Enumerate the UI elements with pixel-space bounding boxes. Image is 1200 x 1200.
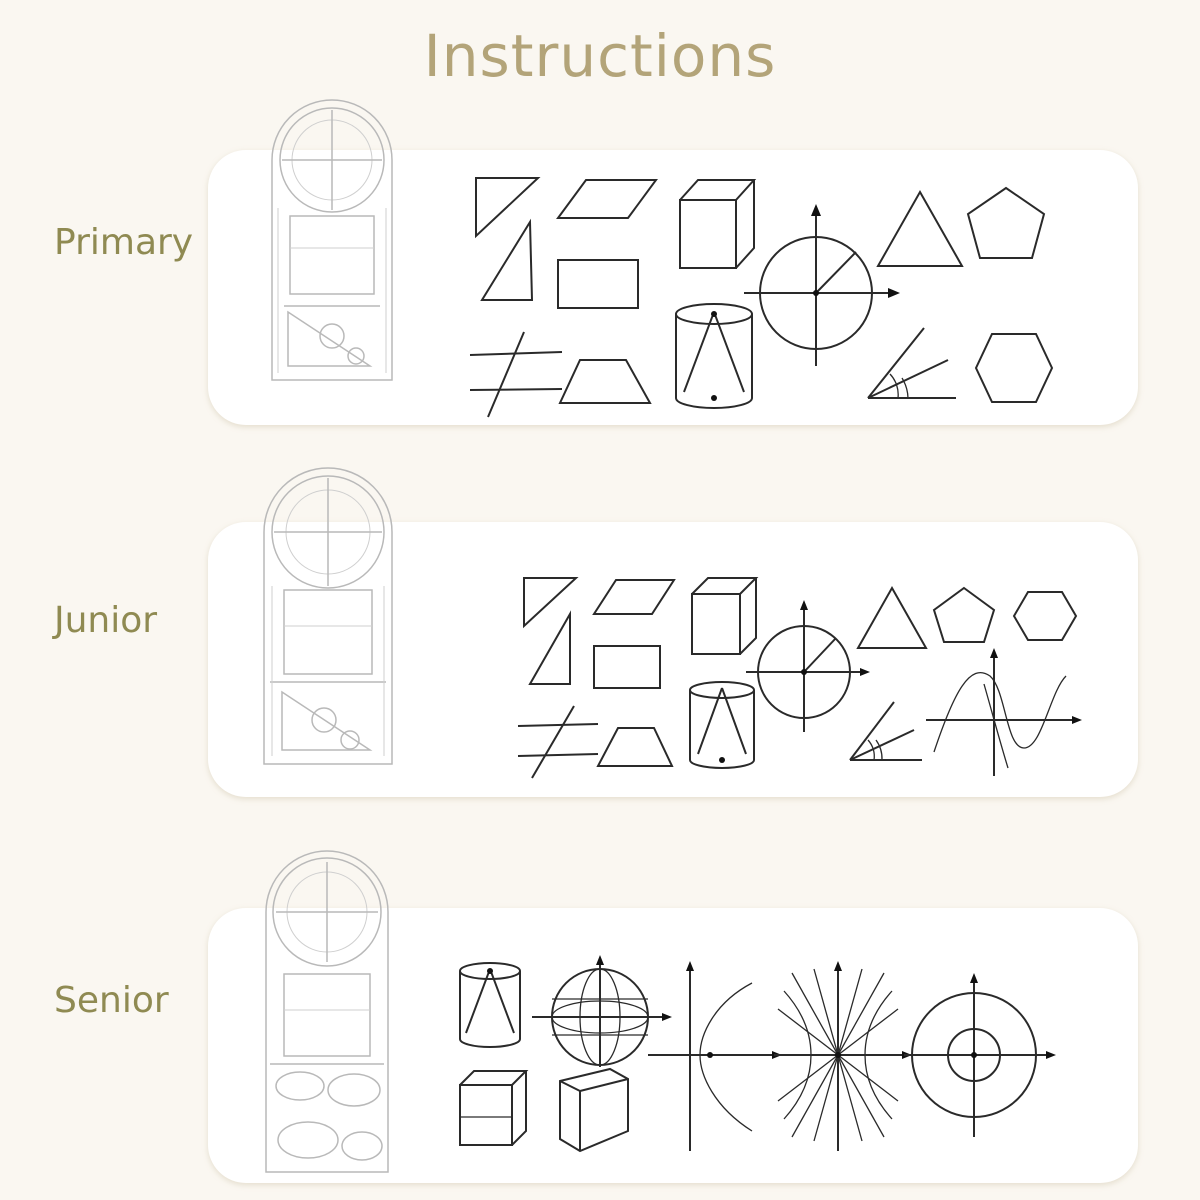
cube-shape bbox=[691, 577, 759, 655]
trapezoid-shape bbox=[596, 727, 674, 767]
parabola-axes-shape bbox=[648, 961, 782, 1151]
circle-axes-shape bbox=[746, 600, 870, 732]
cone-in-cylinder-shape bbox=[459, 962, 521, 1048]
function-graph-shape bbox=[926, 648, 1082, 776]
rectangle-shape bbox=[593, 645, 661, 689]
hexagon-shape bbox=[1012, 591, 1078, 641]
triangle-shape bbox=[876, 189, 964, 267]
hexagon-shape bbox=[974, 333, 1054, 403]
shapes-senior bbox=[459, 955, 1056, 1153]
cone-in-cylinder-shape bbox=[675, 303, 753, 409]
geometry-ruler-image bbox=[263, 467, 393, 765]
pentagon-shape bbox=[966, 186, 1046, 259]
level-label-junior: Junior bbox=[54, 600, 158, 641]
page-title: Instructions bbox=[423, 22, 777, 90]
level-card-junior bbox=[208, 522, 1138, 797]
level-label-primary: Primary bbox=[54, 222, 194, 263]
level-card-senior bbox=[208, 908, 1138, 1183]
shapes-primary bbox=[469, 177, 1054, 418]
cuboid-shape bbox=[459, 1070, 529, 1146]
geometry-ruler-image bbox=[265, 850, 389, 1173]
angle-shape bbox=[849, 701, 922, 761]
shapes-junior bbox=[517, 577, 1082, 779]
sphere-shape bbox=[532, 955, 672, 1067]
parallel-lines-shape bbox=[517, 705, 599, 779]
obtuse-triangle-shape bbox=[528, 610, 571, 685]
cube-shape bbox=[679, 179, 757, 269]
parallelogram-shape bbox=[592, 579, 676, 615]
pentagon-shape bbox=[932, 586, 996, 643]
right-triangle-shape bbox=[523, 577, 579, 629]
triangular-prism-shape bbox=[559, 1067, 629, 1153]
circle-axes-shape bbox=[744, 204, 900, 366]
trapezoid-shape bbox=[558, 359, 652, 404]
hyperbola-asymptotes-shape bbox=[774, 961, 912, 1151]
level-label-senior: Senior bbox=[54, 980, 169, 1021]
concentric-circles-axes-shape bbox=[904, 973, 1056, 1137]
angle-shape bbox=[867, 327, 956, 399]
parallel-lines-shape bbox=[469, 331, 563, 418]
parallelogram-shape bbox=[556, 179, 658, 219]
level-card-primary bbox=[208, 150, 1138, 425]
geometry-ruler-image bbox=[271, 99, 393, 381]
obtuse-triangle-shape bbox=[480, 218, 534, 301]
triangle-shape bbox=[856, 585, 928, 649]
cone-in-cylinder-shape bbox=[689, 681, 755, 769]
rectangle-shape bbox=[557, 259, 639, 309]
right-triangle-shape bbox=[475, 177, 541, 239]
